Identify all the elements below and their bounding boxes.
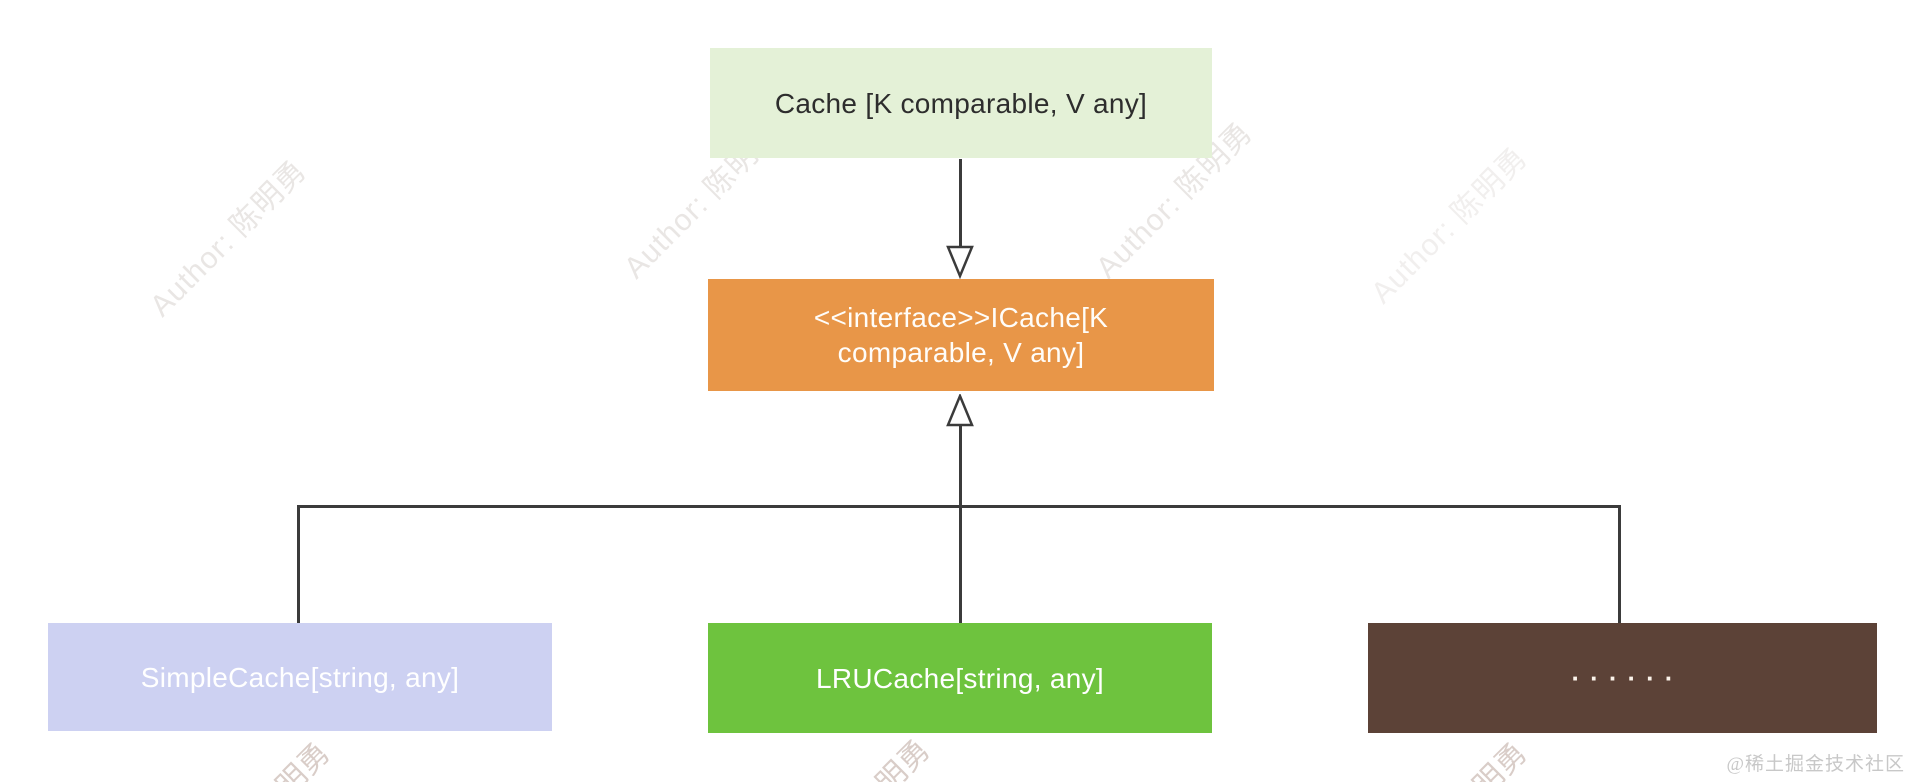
connector-simplecache-branch (297, 505, 300, 623)
node-cache: Cache [K comparable, V any] (710, 48, 1212, 158)
node-simplecache: SimpleCache[string, any] (48, 623, 552, 731)
watermark-text: Author: 陈明勇 (162, 730, 339, 782)
node-cache-label: Cache [K comparable, V any] (774, 87, 1148, 119)
implementation-arrowhead-up-icon (946, 394, 974, 427)
node-icache-interface: <<interface>>ICache[K comparable, V any] (708, 279, 1214, 391)
node-lrucache-label: LRUCache[string, any] (816, 662, 1104, 694)
watermark-text: Author: 陈明勇 (1359, 730, 1536, 782)
connector-others-branch (1618, 505, 1621, 623)
inheritance-arrowhead-down-icon (946, 245, 974, 279)
node-icache-label-line1: <<interface>>ICache[K (813, 302, 1109, 333)
node-others-label: ······ (1571, 662, 1684, 693)
connector-cache-to-icache (959, 159, 962, 247)
node-simplecache-label: SimpleCache[string, any] (140, 661, 460, 693)
node-lrucache: LRUCache[string, any] (708, 623, 1212, 733)
node-icache-label-line2: comparable, V any] (837, 337, 1085, 368)
watermark-text: Author: 陈明勇 (1364, 140, 1534, 310)
watermark-text: Author: 陈明勇 (143, 153, 313, 323)
connector-horizontal-bus (297, 505, 1621, 508)
watermark-text: Author: 陈明勇 (762, 727, 939, 782)
connector-lru-to-icache (959, 426, 962, 623)
node-others-ellipsis: ······ (1368, 623, 1877, 733)
community-credit: @稀土掘金技术社区 (1726, 754, 1905, 775)
